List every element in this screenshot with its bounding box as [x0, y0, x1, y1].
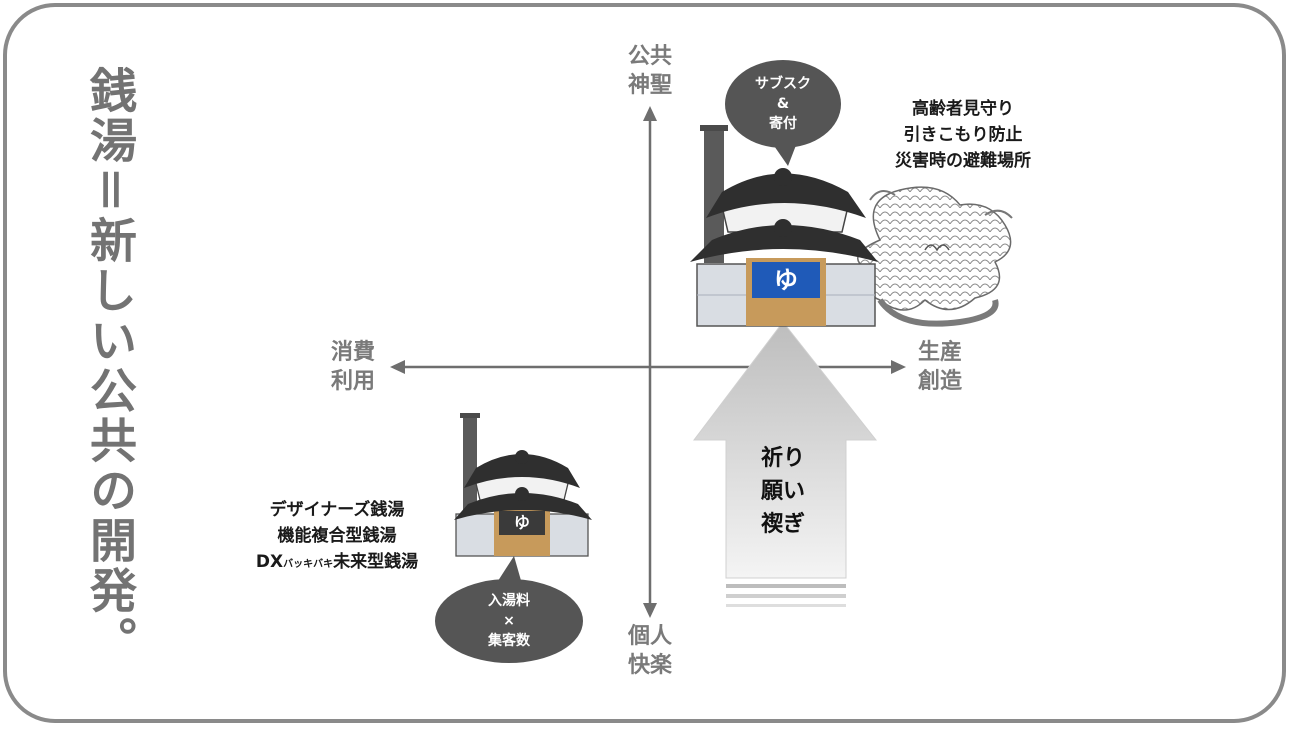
- lower-speech-bubble: [435, 556, 583, 663]
- big-up-arrow: [692, 321, 878, 607]
- upper-noren-label: ゆ: [774, 266, 798, 294]
- upper-speech-bubble: [725, 60, 841, 166]
- lower-bubble-text: 入湯料 × 集客数: [488, 593, 530, 649]
- big-arrow-label: 祈り 願い 禊ぎ: [760, 446, 805, 537]
- lower-feature-item: DXバッキバキ未来型銭湯: [232, 549, 442, 578]
- arrowhead-left-icon: [390, 360, 405, 374]
- arrowhead-up-icon: [643, 106, 657, 121]
- dx-suffix: 未来型銭湯: [333, 552, 419, 572]
- lower-bathhouse-illustration-icon: [454, 413, 592, 557]
- upper-bathhouse-illustration-icon: [690, 125, 878, 327]
- axis-horizontal: [390, 360, 906, 374]
- upper-feature-item: 引きこもり防止: [903, 125, 1023, 145]
- axis-vertical: [643, 106, 657, 618]
- upper-feature-list: 高齢者見守り 引きこもり防止 災害時の避難場所: [883, 96, 1043, 174]
- lower-feature-item: デザイナーズ銭湯: [269, 500, 405, 520]
- dragon-illustration-icon: [856, 186, 1013, 327]
- arrowhead-down-icon: [643, 603, 657, 618]
- lower-feature-list: デザイナーズ銭湯 機能複合型銭湯 DXバッキバキ未来型銭湯: [232, 497, 442, 578]
- dx-small-label: バッキバキ: [283, 559, 334, 570]
- upper-feature-item: 高齢者見守り: [912, 99, 1014, 119]
- upper-feature-item: 災害時の避難場所: [895, 151, 1031, 171]
- axis-label-top: 公共 神聖: [627, 44, 672, 98]
- axis-label-right: 生産 創造: [917, 340, 962, 394]
- arrowhead-right-icon: [891, 360, 906, 374]
- lower-noren-label: ゆ: [513, 513, 530, 532]
- upper-bubble-text: サブスク & 寄付: [755, 76, 811, 132]
- lower-feature-item: 機能複合型銭湯: [277, 526, 397, 546]
- page-title: 銭湯＝新しい公共の開発。: [81, 66, 136, 666]
- axis-label-left: 消費 利用: [330, 340, 375, 394]
- axis-label-bottom: 個人 快楽: [627, 624, 672, 678]
- dx-prefix: DX: [255, 552, 284, 572]
